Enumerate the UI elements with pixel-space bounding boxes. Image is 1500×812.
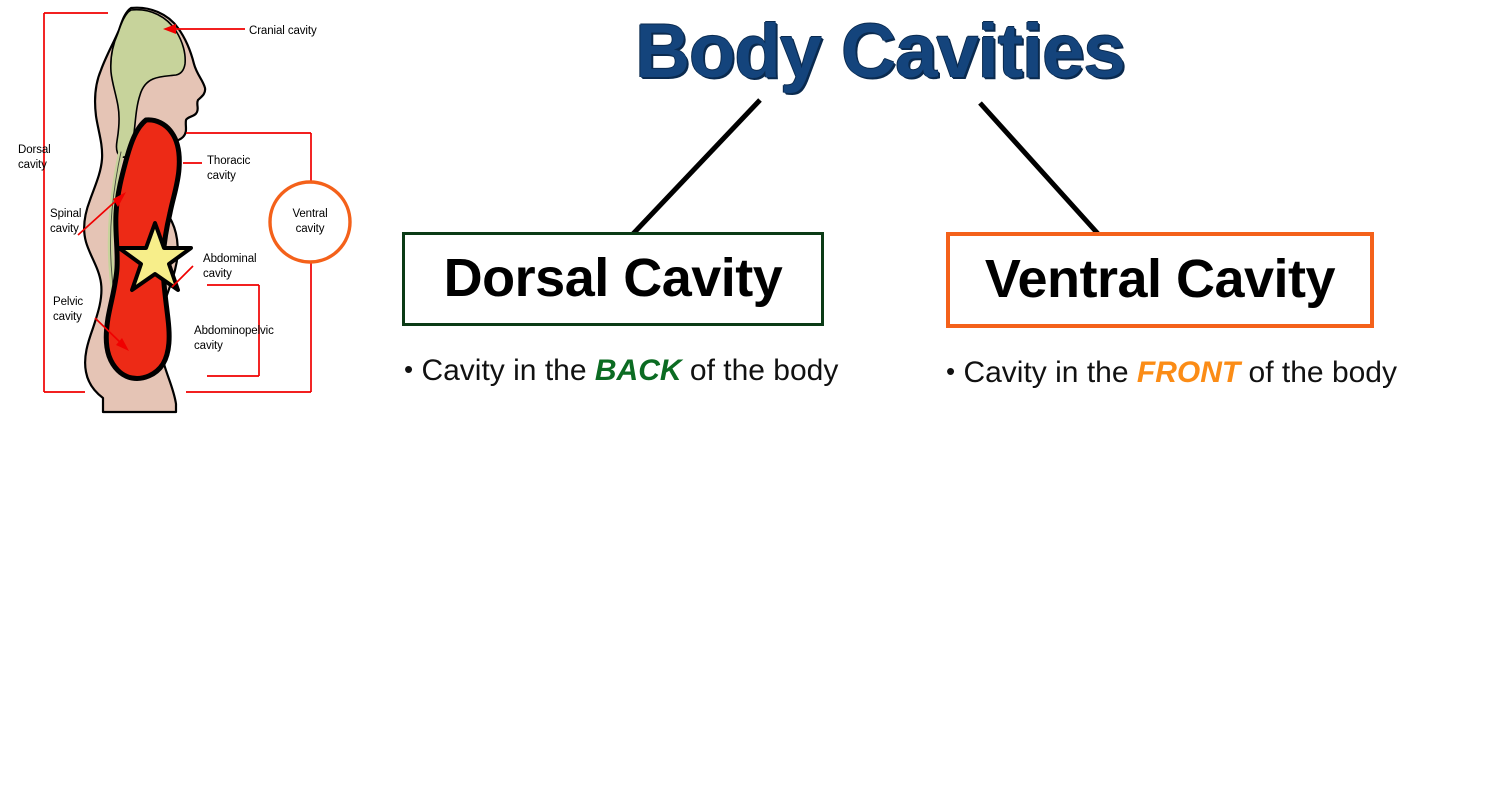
page-title: Body Cavities — [635, 9, 1126, 94]
label-abdominal-cavity-line2: cavity — [203, 268, 232, 280]
dorsal-bullet-suffix: of the body — [689, 354, 839, 387]
label-abdominopelvic-cavity-line2: cavity — [194, 340, 223, 352]
body-cavities-anatomical-figure: Cranial cavity Dorsal cavity Spinal cavi… — [0, 0, 360, 415]
diaphragm-star-marker — [117, 221, 193, 292]
dorsal-cavity-column: Dorsal Cavity • Cavity in the BACK of th… — [402, 232, 838, 389]
dorsal-cavity-bracket — [43, 12, 108, 393]
dorsal-cavity-bullet: • Cavity in the BACK of the body — [402, 354, 838, 389]
pelvic-cavity-arrowhead — [116, 338, 129, 351]
connector-line-ventral — [978, 101, 1102, 238]
ventral-cavity-bullet: • Cavity in the FRONT of the body — [946, 356, 1397, 391]
label-ventral-cavity-line2: cavity — [296, 223, 325, 235]
ventral-cavity-heading-box[interactable]: Ventral Cavity — [946, 232, 1374, 328]
ventral-bullet-keyword: FRONT — [1136, 356, 1241, 389]
label-dorsal-cavity: Dorsal — [18, 144, 51, 156]
ventral-bullet-prefix: Cavity in the — [963, 356, 1129, 389]
pelvic-cavity-leader — [94, 317, 124, 346]
dorsal-cavity-heading-box[interactable]: Dorsal Cavity — [402, 232, 824, 326]
label-spinal-cavity-line2: cavity — [50, 223, 79, 235]
ventral-bullet-suffix: of the body — [1248, 356, 1397, 389]
label-dorsal-cavity-line2: cavity — [18, 159, 47, 171]
ventral-cavity-column: Ventral Cavity • Cavity in the FRONT of … — [946, 232, 1397, 391]
label-pelvic-cavity: Pelvic — [53, 296, 83, 308]
label-cranial-cavity: Cranial cavity — [249, 25, 317, 37]
abdominal-cavity-leader — [171, 265, 194, 288]
connector-line-dorsal — [629, 98, 762, 238]
cranial-cavity-arrowhead — [163, 24, 176, 34]
dorsal-bullet-prefix: Cavity in the — [421, 354, 587, 387]
label-thoracic-cavity-line2: cavity — [207, 170, 236, 182]
bullet-marker-dorsal: • — [404, 354, 414, 384]
spinal-cavity-arrowhead — [113, 192, 126, 207]
bullet-marker-ventral: • — [946, 356, 956, 386]
spinal-cavity-leader — [77, 197, 120, 236]
label-spinal-cavity: Spinal — [50, 208, 81, 220]
label-abdominopelvic-cavity: Abdominopelvic — [194, 325, 274, 337]
label-abdominal-cavity: Abdominal — [203, 253, 256, 265]
ventral-cavity-circle-callout — [268, 180, 352, 264]
dorsal-bullet-keyword: BACK — [594, 354, 682, 387]
label-thoracic-cavity: Thoracic — [207, 155, 251, 167]
abdominopelvic-cavity-bracket — [207, 284, 260, 377]
label-ventral-cavity: Ventral — [292, 208, 327, 220]
label-pelvic-cavity-line2: cavity — [53, 311, 82, 323]
